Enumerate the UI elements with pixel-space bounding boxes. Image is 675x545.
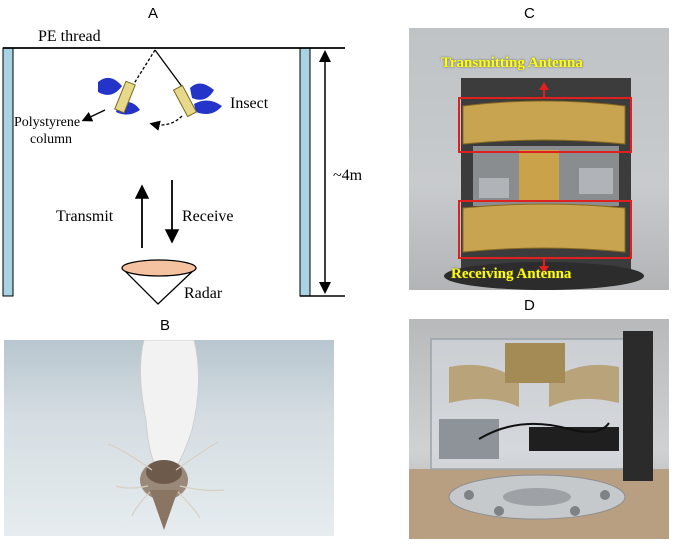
insect-left-icon — [98, 77, 140, 115]
polystyrene-label-line2: column — [30, 132, 72, 147]
right-pole — [299, 47, 311, 297]
transmitting-antenna-label: Transmitting Antenna — [441, 55, 583, 71]
insect-label: Insect — [230, 95, 269, 112]
radar-icon — [121, 259, 197, 305]
panel-label-a: A — [148, 5, 159, 22]
swing-arrow — [149, 115, 183, 131]
receive-label: Receive — [182, 208, 234, 225]
thread-dashed — [129, 49, 156, 91]
pe-thread-label: PE thread — [38, 28, 101, 45]
photo-c-antennas — [409, 28, 669, 290]
receiving-antenna-label: Receiving Antenna — [451, 266, 572, 282]
insect-right-icon — [172, 83, 222, 118]
radar-label: Radar — [184, 285, 223, 302]
polystyrene-label-line1: Polystyrene — [14, 115, 81, 130]
polystyrene-pointer — [81, 109, 106, 122]
panel-label-b: B — [160, 317, 171, 334]
left-pole — [2, 47, 14, 297]
height-label: ~4m — [333, 167, 363, 184]
panel-label-d: D — [524, 297, 535, 314]
photo-b-moth — [4, 340, 334, 536]
thread-solid — [154, 49, 184, 89]
panel-label-c: C — [524, 5, 535, 22]
transmit-label: Transmit — [56, 208, 114, 225]
photo-d-enclosure — [409, 319, 669, 539]
